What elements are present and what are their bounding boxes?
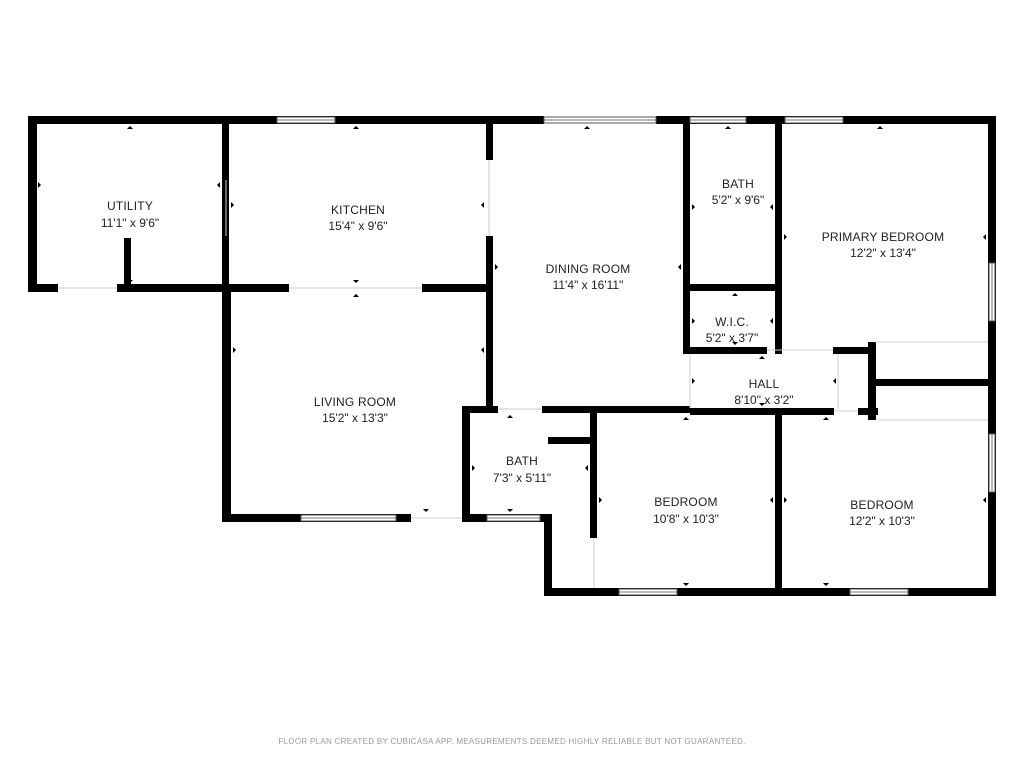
wall-utility-bottom-right (117, 284, 230, 292)
room-dims-primary: 12'2" x 13'4" (850, 246, 916, 260)
floor-plan-disclaimer: FLOOR PLAN CREATED BY CUBICASA APP. MEAS… (278, 737, 746, 746)
room-name-bath2: BATH (506, 454, 538, 468)
room-dims-bath1: 5'2" x 9'6" (712, 193, 764, 207)
room-name-utility: UTILITY (107, 199, 153, 213)
wall-bottom (544, 588, 996, 596)
dimension-ticks (38, 126, 986, 586)
wall-bedrooms (775, 408, 782, 596)
wall-wic-bottom-left (683, 347, 767, 354)
room-name-living: LIVING ROOM (314, 395, 396, 409)
wall-hall-bottom-right (858, 408, 878, 415)
room-dims-bath2: 7'3" x 5'11" (493, 471, 551, 485)
room-name-bedroom2: BEDROOM (850, 498, 913, 512)
wall-right (988, 116, 996, 596)
room-name-primary: PRIMARY BEDROOM (822, 230, 945, 244)
room-name-bath1: BATH (722, 177, 754, 191)
door-openings (58, 160, 988, 588)
wall-kitchen-dining (486, 124, 493, 160)
wall-bath1-wic (683, 284, 782, 291)
room-dims-bedroom2: 12'2" x 10'3" (849, 514, 915, 528)
wall-utility-stub (124, 238, 131, 286)
room-dims-bedroom1: 10'8" x 10'3" (653, 512, 719, 526)
wall-top-mid (656, 116, 690, 124)
wall-kitchen-living-2 (422, 284, 490, 292)
room-dims-dining: 11'4" x 16'11" (553, 278, 624, 292)
wall-bath2-bedroom (590, 408, 597, 538)
wall-dining-bottom-2 (542, 406, 690, 413)
room-labels: UTILITY 11'1" x 9'6" KITCHEN 15'4" x 9'6… (101, 177, 944, 528)
wall-closet-left (544, 514, 552, 596)
windows (276, 116, 996, 596)
room-name-bedroom1: BEDROOM (654, 495, 717, 509)
wall-bath2-left (462, 408, 470, 522)
wall-primary-bottom (833, 347, 875, 354)
room-name-kitchen: KITCHEN (331, 203, 385, 217)
room-name-hall: HALL (749, 377, 780, 391)
room-dims-living: 15'2" x 13'3" (322, 411, 388, 425)
room-dims-wic: 5'2" x 3'7" (706, 331, 758, 345)
wall-hall-bottom (690, 408, 834, 415)
room-name-wic: W.I.C. (715, 315, 749, 329)
wall-dining-bath1 (683, 124, 690, 354)
room-dims-hall: 8'10" x 3'2" (734, 393, 793, 407)
wall-left-utility (28, 116, 37, 292)
wall-bath2-vanity (548, 437, 594, 444)
room-dims-utility: 11'1" x 9'6" (101, 216, 159, 230)
wall-closet-mid (868, 379, 990, 386)
wall-bath1-primary (775, 124, 782, 354)
wall-kitchen-dining-2 (486, 236, 493, 412)
room-name-dining: DINING ROOM (546, 262, 631, 276)
wall-kitchen-living (229, 284, 289, 292)
wall-living-left (222, 284, 231, 522)
wall-utility-bottom-left (28, 284, 58, 292)
room-dims-kitchen: 15'4" x 9'6" (328, 219, 387, 233)
wall-dining-bottom (462, 406, 498, 413)
